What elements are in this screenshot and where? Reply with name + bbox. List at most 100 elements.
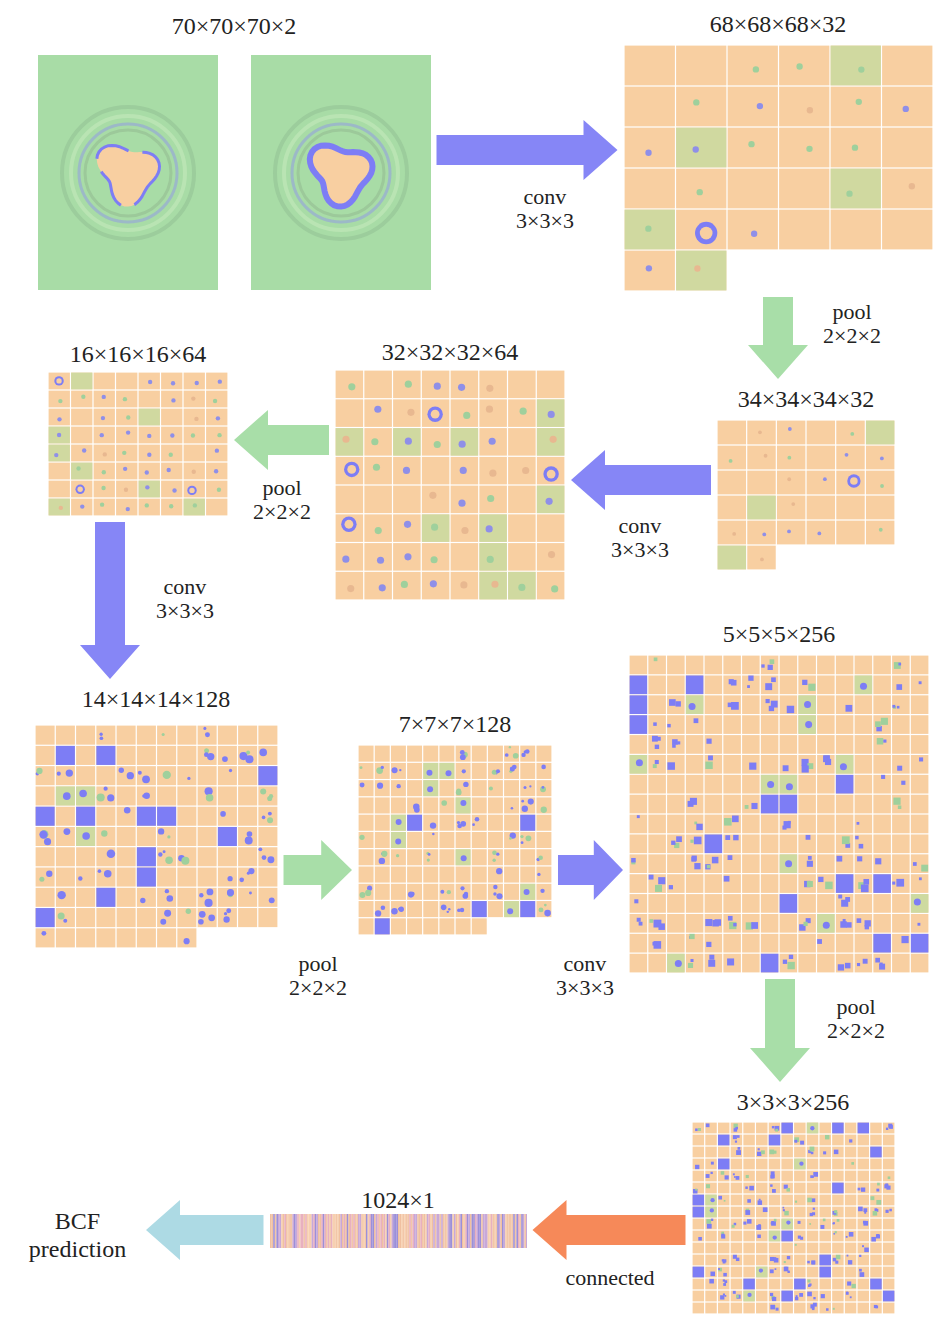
feature-tile xyxy=(743,1183,754,1194)
activation-patch xyxy=(845,963,851,969)
feature-tile xyxy=(94,409,115,426)
activation-dot xyxy=(493,885,497,889)
feature-tile xyxy=(336,486,364,514)
feature-tile xyxy=(723,815,741,834)
activation-full xyxy=(692,1207,703,1218)
feature-tile xyxy=(423,797,438,813)
wave-ring xyxy=(71,116,185,230)
tile-tint xyxy=(71,463,92,480)
feature-tile xyxy=(676,46,726,86)
feature-tile xyxy=(730,1219,741,1230)
activation-patch xyxy=(728,916,733,921)
feature-tile xyxy=(157,888,176,907)
activation-patch xyxy=(747,685,750,688)
activation-dot xyxy=(787,529,791,533)
feature-tile xyxy=(768,1135,779,1146)
activation-patch xyxy=(842,836,850,844)
activation-patch xyxy=(846,922,851,927)
activation-patch xyxy=(775,1308,778,1311)
feature-tile xyxy=(364,399,392,427)
activation-dot xyxy=(430,822,436,828)
activation-patch xyxy=(688,963,693,968)
activation-patch xyxy=(706,1224,711,1229)
activation-dot xyxy=(145,485,149,489)
activation-patch xyxy=(695,1165,699,1169)
feature-tile xyxy=(686,775,704,794)
feature-tile xyxy=(717,1183,728,1194)
feature-tile xyxy=(423,763,438,779)
feature-tile xyxy=(648,675,666,694)
activation-dot xyxy=(399,769,401,771)
feature-tile xyxy=(780,795,798,814)
neuron-stripe xyxy=(463,1214,465,1248)
feature-tile xyxy=(756,1207,767,1218)
feature-tile xyxy=(911,656,929,675)
activation-patch xyxy=(835,1261,838,1264)
activation-dot xyxy=(208,914,215,921)
feature-tile xyxy=(71,373,92,390)
activation-patch xyxy=(692,1189,697,1194)
activation-patch xyxy=(809,1223,811,1225)
feature-tile xyxy=(157,766,176,785)
neuron-stripe xyxy=(390,1214,392,1248)
feature-tile xyxy=(71,463,92,480)
input-slice xyxy=(38,55,218,290)
activation-dot xyxy=(463,412,470,419)
feature-tile xyxy=(197,746,216,765)
feature-tile xyxy=(536,780,551,796)
feature-grid xyxy=(35,725,278,948)
feature-tile xyxy=(520,780,535,796)
activation-full xyxy=(375,918,390,934)
activation-dot xyxy=(59,506,63,510)
feature-tile xyxy=(807,446,835,470)
feature-tile xyxy=(717,1135,728,1146)
feature-tile xyxy=(407,746,422,762)
feature-tile xyxy=(184,463,205,480)
activation-patch xyxy=(773,1151,776,1154)
activation-patch xyxy=(747,1199,751,1203)
activation-patch xyxy=(876,1200,881,1205)
feature-tile xyxy=(781,1219,792,1230)
activation-patch xyxy=(745,1210,750,1215)
feature-tile xyxy=(761,775,779,794)
activation-core xyxy=(850,477,858,485)
feature-tile xyxy=(743,1231,754,1242)
activation-dot xyxy=(845,453,849,457)
feature-tile xyxy=(139,409,160,426)
feature-tile xyxy=(217,807,236,826)
feature-tile xyxy=(882,1159,893,1170)
activation-dot xyxy=(787,477,791,481)
activation-dot xyxy=(804,701,811,708)
feature-tile xyxy=(780,934,798,953)
activation-dot xyxy=(359,835,364,840)
feature-tile xyxy=(747,546,775,570)
feature-tile xyxy=(794,1135,805,1146)
activation-patch xyxy=(784,1211,788,1215)
neuron-stripe xyxy=(414,1214,416,1248)
feature-tile xyxy=(624,251,674,291)
feature-tile xyxy=(857,1171,868,1182)
activation-patch xyxy=(808,1284,811,1287)
activation-dot xyxy=(267,856,274,863)
feature-tile xyxy=(779,46,829,86)
feature-tile xyxy=(882,1183,893,1194)
activation-patch xyxy=(731,702,739,710)
activation-dot xyxy=(216,416,220,420)
feature-tile xyxy=(94,445,115,462)
feature-tile xyxy=(456,797,471,813)
activation-dot xyxy=(505,753,509,757)
feature-tile xyxy=(892,914,910,933)
tile-tint xyxy=(456,797,471,813)
feature-tile xyxy=(730,1243,741,1254)
feature-tile xyxy=(479,572,507,600)
feature-tile xyxy=(830,87,880,127)
neuron-stripe xyxy=(433,1214,435,1248)
feature-tile xyxy=(807,521,835,545)
activation-patch xyxy=(879,964,885,970)
feature-tile xyxy=(686,795,704,814)
feature-tile xyxy=(892,874,910,893)
activation-dot xyxy=(164,889,168,893)
feature-tile xyxy=(456,780,471,796)
feature-tile xyxy=(648,815,666,834)
activation-patch xyxy=(705,1184,709,1188)
